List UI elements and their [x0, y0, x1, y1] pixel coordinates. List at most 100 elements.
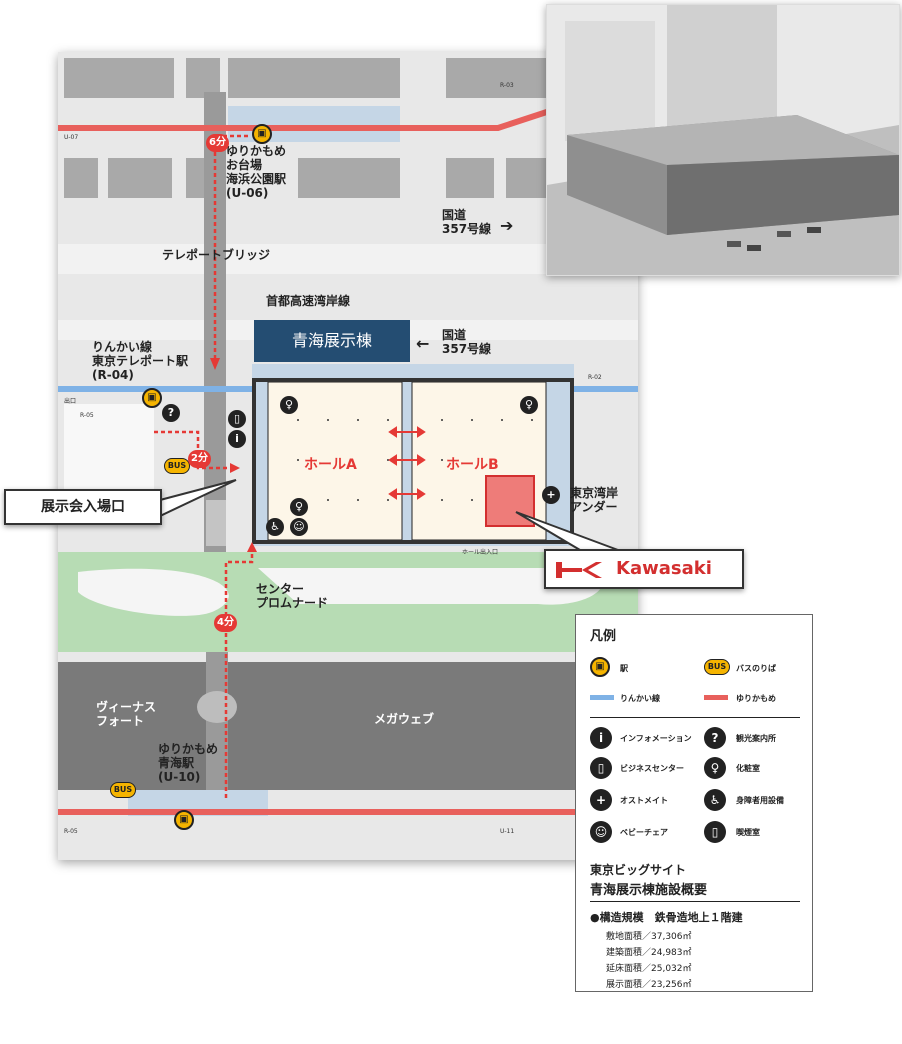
teleport-bridge-label: テレポートブリッジ	[162, 248, 271, 262]
walk-route-odaiba	[213, 134, 248, 364]
facility-exhibit-area: 展示面積／23,256㎡	[606, 980, 692, 990]
map-base	[58, 58, 638, 816]
facility-title: 青海展示棟施設概要	[590, 883, 708, 898]
walk-route-teleport	[154, 430, 234, 470]
megaweb-block	[58, 662, 638, 790]
facility-site-area: 敷地面積／37,306㎡	[606, 932, 692, 942]
accessible-icon: ♿	[266, 518, 284, 536]
route357-label-top: 国道 357号線	[442, 208, 492, 236]
legend-bus-icon: BUS	[704, 659, 730, 675]
legend-accessible-label: 身障者用設備	[736, 796, 784, 805]
building-block	[64, 158, 98, 198]
tiny-label: R-02	[588, 374, 602, 381]
business-center-icon: ▯	[228, 410, 246, 428]
building-block	[186, 58, 220, 98]
tiny-label: R-05	[64, 828, 78, 835]
arrow-right-icon: ➔	[500, 216, 514, 235]
kawasaki-wordmark: Kawasaki	[616, 558, 712, 579]
toilet-icon: ♀	[520, 396, 538, 414]
hall-a-label: ホールA	[304, 457, 357, 473]
hall-wall	[252, 378, 574, 382]
legend-separator	[590, 901, 800, 902]
megaweb-label: メガウェブ	[374, 712, 435, 726]
legend-baby-icon: ☺	[590, 821, 612, 843]
walk-time-2min: 2分	[188, 450, 211, 468]
building-photo-illustration	[547, 5, 899, 275]
building-photo	[546, 4, 900, 276]
legend-ostomate-label: オストメイト	[620, 796, 668, 805]
teleport-station-label: りんかい線 東京テレポート駅 (R-04)	[92, 340, 189, 382]
odaiba-station-label: ゆりかもめ お台場 海浜公園駅 (U-06)	[226, 144, 287, 200]
facility-building-area: 建築面積／24,983㎡	[606, 948, 692, 958]
map-legend: 凡例 ▣ 駅 BUS バスのりば りんかい線 ゆりかもめ i インフォメーション…	[575, 614, 813, 992]
kawasaki-callout: Kawasaki	[544, 549, 744, 589]
legend-restroom-icon: ♀	[704, 757, 726, 779]
kawasaki-logo-icon	[556, 562, 602, 578]
route-arrow	[247, 542, 257, 552]
aomi-station-label: ゆりかもめ 青海駅 (U-10)	[158, 742, 219, 784]
hall-wall	[252, 540, 574, 544]
route-arrow	[230, 463, 240, 473]
legend-station-label: 駅	[620, 664, 628, 673]
tiny-label: 出口	[64, 398, 77, 405]
building-block	[64, 58, 174, 98]
building-block	[228, 58, 400, 98]
legend-station-icon: ▣	[590, 657, 610, 677]
arrow-left-icon: ←	[416, 334, 430, 353]
facility-structure: ●構造規模 鉄骨造地上１階建	[590, 911, 743, 924]
legend-business-label: ビジネスセンター	[620, 764, 684, 773]
toilet-icon: ♀	[290, 498, 308, 516]
legend-rinkai-label: りんかい線	[620, 694, 660, 703]
legend-rinkai-swatch	[590, 695, 614, 700]
building-block	[64, 404, 154, 500]
tiny-label: R-03	[500, 82, 514, 89]
route357-label-mid: 国道 357号線	[442, 328, 492, 356]
wangan-under-label: 東京湾岸 アンダー	[570, 486, 619, 514]
legend-smoking-label: 喫煙室	[736, 828, 760, 837]
bus-icon: BUS	[110, 782, 136, 798]
legend-title: 凡例	[590, 629, 617, 644]
legend-baby-label: ベビーチェア	[620, 828, 668, 837]
legend-tourist-label: 観光案内所	[736, 734, 776, 743]
legend-bus-label: バスのりば	[736, 664, 776, 673]
venus-fort-label: ヴィーナス フォート	[96, 700, 157, 728]
hall-wall	[252, 378, 256, 544]
walk-route-aomi	[224, 550, 254, 798]
facility-floor-area: 延床面積／25,032㎡	[606, 964, 692, 974]
baby-chair-icon: ☺	[290, 518, 308, 536]
yurikamome-line	[58, 809, 638, 815]
toilet-icon: ♀	[280, 396, 298, 414]
building-block	[206, 500, 226, 546]
legend-info-icon: i	[590, 727, 612, 749]
tiny-label: ホール出入口	[462, 549, 499, 556]
building-block	[108, 158, 172, 198]
park-path	[78, 568, 229, 616]
hall-wall	[570, 378, 574, 544]
facility-org: 東京ビッグサイト	[590, 863, 687, 877]
expressway-label: 首都高速湾岸線	[266, 294, 351, 308]
entrance-callout: 展示会入場口	[4, 489, 162, 525]
ostomate-icon: +	[542, 486, 560, 504]
rinkai-line	[558, 386, 638, 392]
legend-separator	[590, 717, 800, 718]
legend-business-icon: ▯	[590, 757, 612, 779]
legend-info-label: インフォメーション	[620, 734, 692, 743]
legend-restroom-label: 化粧室	[736, 764, 760, 773]
road	[206, 652, 228, 802]
venue-map: 青海展示棟 ゆりかもめ お台場 海浜公園駅 (U-06) ▣ りんかい線 東京テ…	[58, 52, 638, 860]
route-arrow	[210, 358, 220, 370]
station-icon: ▣	[174, 810, 194, 830]
help-icon: ?	[162, 404, 180, 422]
bus-icon: BUS	[164, 458, 190, 474]
hall-b-label: ホールB	[446, 457, 499, 473]
hall-connection-arrows	[388, 426, 426, 500]
walk-time-4min: 4分	[214, 614, 237, 632]
station-icon: ▣	[252, 124, 272, 144]
legend-smoking-icon: ▯	[704, 821, 726, 843]
park-path	[258, 568, 604, 605]
walk-time-6min: 6分	[206, 134, 229, 152]
legend-accessible-icon: ♿	[704, 789, 726, 811]
venue-badge: 青海展示棟	[254, 320, 410, 362]
legend-yurikamome-swatch	[704, 695, 728, 700]
building-block	[446, 158, 494, 198]
